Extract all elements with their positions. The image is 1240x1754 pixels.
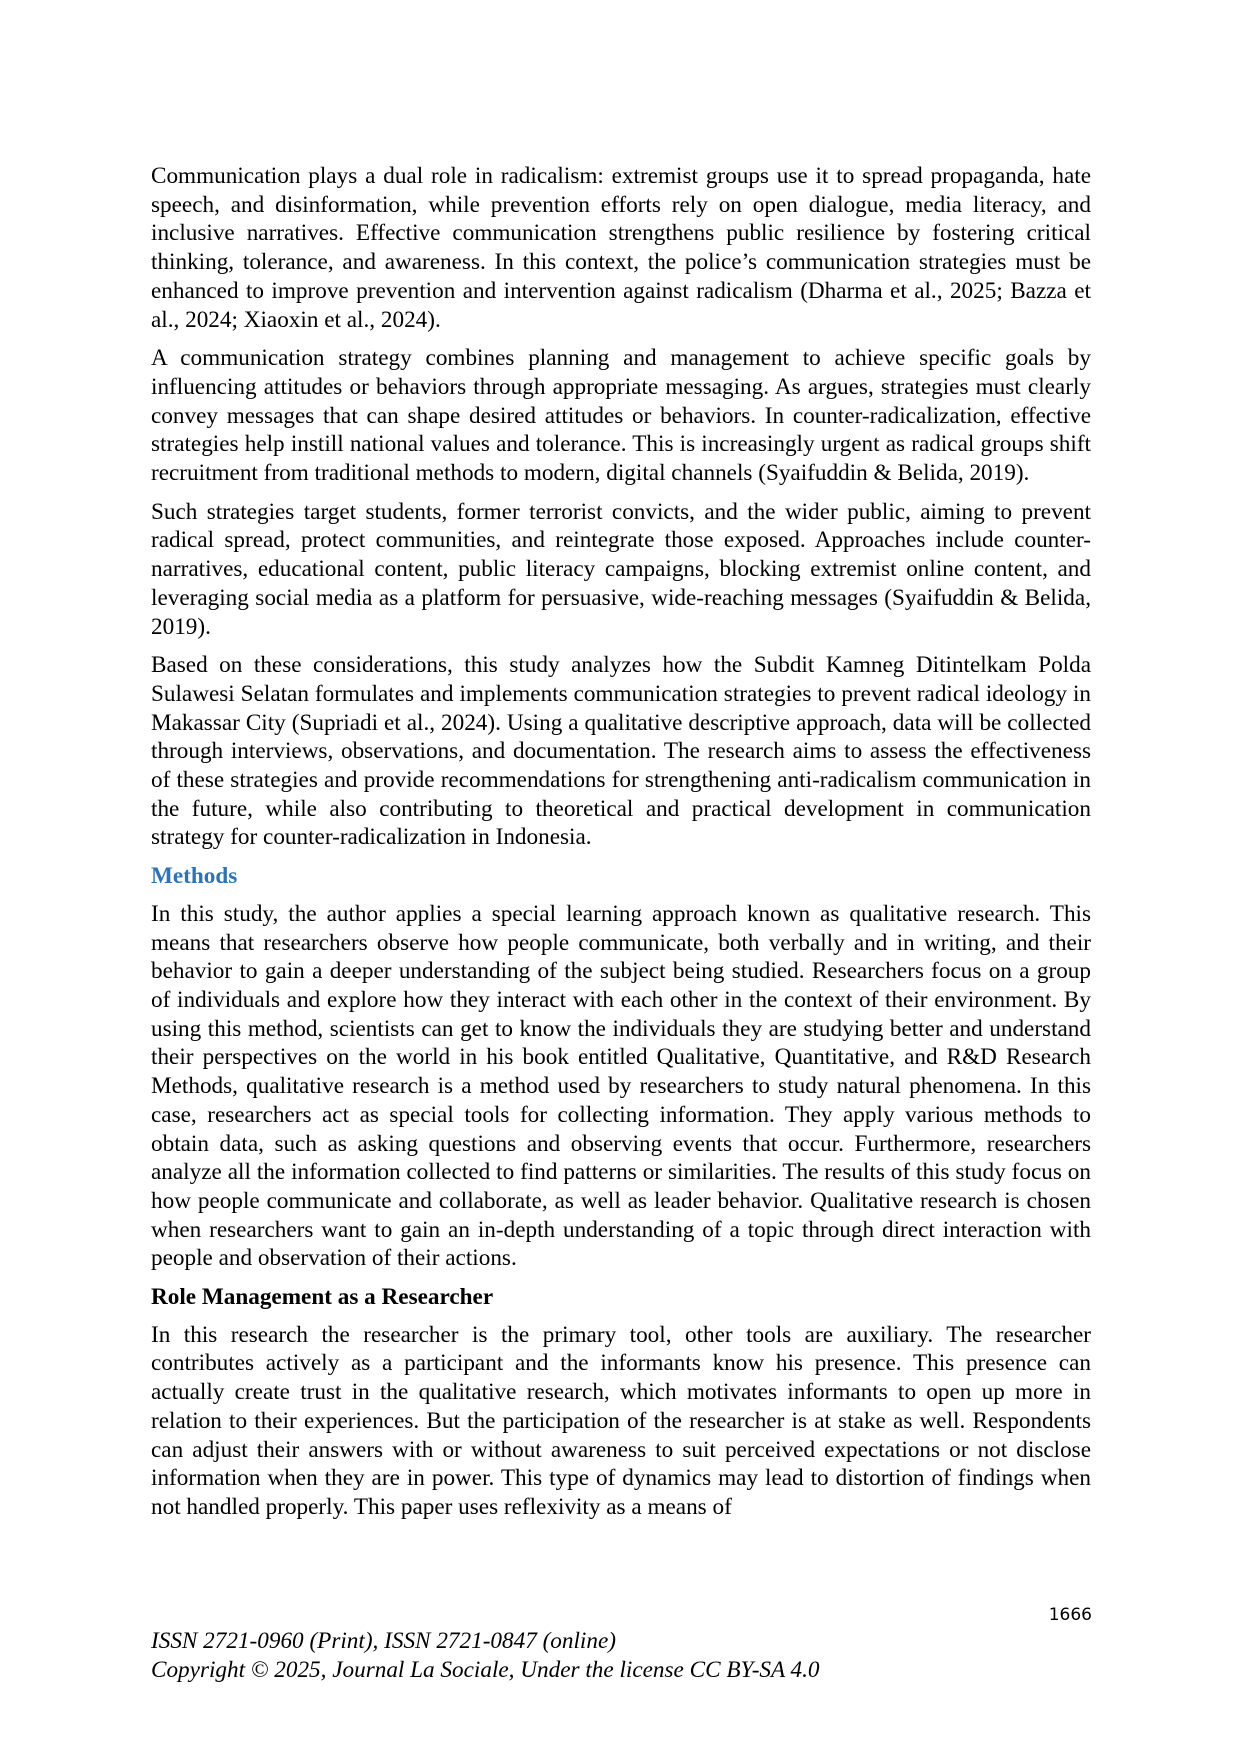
page-footer: ISSN 2721-0960 (Print), ISSN 2721-0847 (… (151, 1627, 1091, 1684)
role-management-paragraph: In this research the researcher is the p… (151, 1321, 1091, 1520)
intro-paragraph-4: Based on these considerations, this stud… (151, 652, 1091, 851)
methods-heading: Methods (151, 863, 238, 890)
intro-paragraph-2: A communication strategy combines planni… (151, 345, 1091, 487)
intro-paragraph-1: Communication plays a dual role in radic… (151, 163, 1091, 333)
footer-issn: ISSN 2721-0960 (Print), ISSN 2721-0847 (… (151, 1628, 616, 1654)
page-body: Communication plays a dual role in radic… (151, 162, 1091, 1532)
methods-paragraph: In this study, the author applies a spec… (151, 900, 1091, 1272)
role-management-heading: Role Management as a Researcher (151, 1284, 494, 1311)
intro-paragraph-3: Such strategies target students, former … (151, 498, 1091, 640)
footer-copyright: Copyright © 2025, Journal La Sociale, Un… (151, 1656, 820, 1683)
page-number: 1666 (1048, 1605, 1092, 1625)
